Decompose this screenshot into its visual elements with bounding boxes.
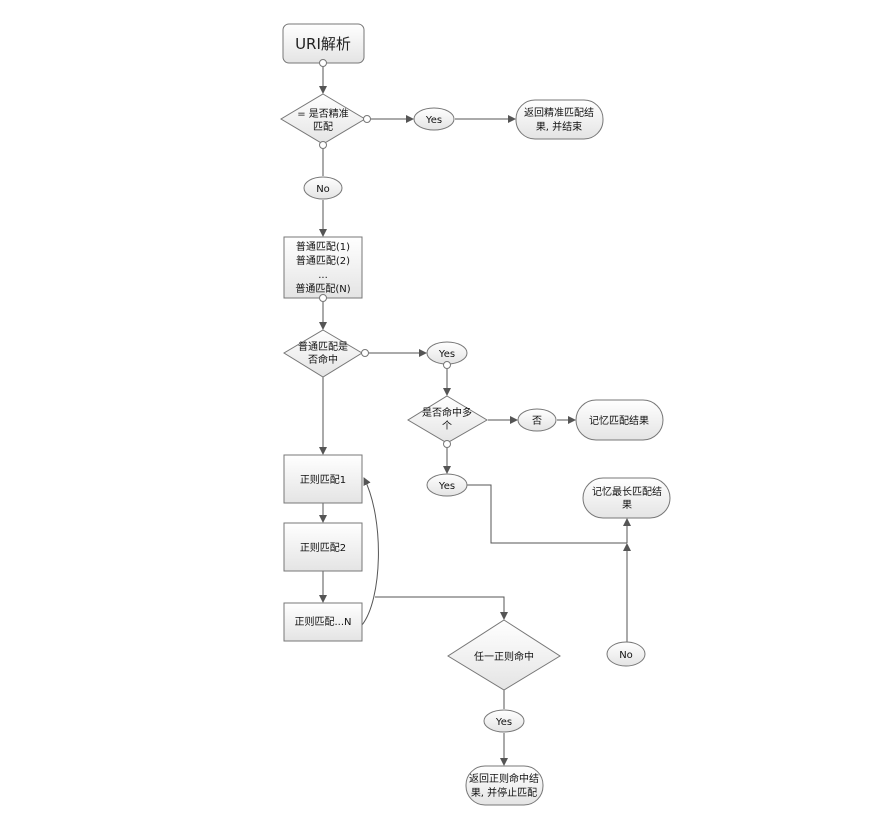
label: 否 [532,415,542,427]
label-line: 记忆最长匹配结 [592,485,662,498]
remember-longest-node: 记忆最长匹配结 果 [582,477,671,519]
label-line: 普通匹配(N) [295,282,350,295]
exact-match-decision: = 是否精准 匹配 [280,93,371,149]
regex1-box: 正则匹配1 [283,454,363,504]
start-label: URI解析 [295,35,351,53]
label: Yes [438,481,455,492]
multi-yes-label: Yes [426,473,468,497]
label-line: 普通匹配(1) [296,240,350,253]
label: 正则匹配1 [300,473,346,486]
label: Yes [438,349,455,360]
label-line: ... [318,270,328,281]
label: Yes [495,717,512,728]
edge-to-regex-decision [375,596,508,620]
label-line: 否命中 [308,353,338,366]
label: 正则匹配...N [294,615,351,628]
edge-regex-loop [361,477,379,626]
connectors [319,63,631,766]
label-line: 是否命中多 [422,406,472,419]
label: 任一正则命中 [474,650,534,663]
label-line: 果, 并结束 [536,120,582,133]
regex-yes-label: Yes [483,709,525,733]
regex2-box: 正则匹配2 [283,522,363,572]
normal-yes-label: Yes [426,341,468,369]
label: Yes [425,115,442,126]
multi-hit-decision: 是否命中多 个 [407,395,488,448]
label-line: = 是否精准 [297,107,349,120]
label-line: 个 [442,420,452,432]
label: No [619,650,633,661]
label-line: 普通匹配(2) [296,254,350,267]
regexN-box: 正则匹配...N [283,602,363,642]
edge-yes-to-longest [467,484,627,544]
label-line: 匹配 [313,121,333,133]
remember-match-node: 记忆匹配结果 [575,399,664,441]
regex-hit-decision: 任一正则命中 [447,619,561,691]
start-node: URI解析 [282,23,365,67]
exact-return-node: 返回精准匹配结 果, 并结束 [515,99,604,140]
exact-no-label: No [303,176,343,200]
label-line: 返回精准匹配结 [524,106,594,119]
label-line: 果, 并停止匹配 [471,786,537,799]
label: 正则匹配2 [300,541,346,554]
label-line: 返回正则命中结 [469,772,539,785]
label-line: 果 [622,499,632,511]
normal-hit-decision: 普通匹配是 否命中 [283,329,369,378]
exact-yes-label: Yes [413,107,455,131]
label: 记忆匹配结果 [589,414,649,427]
label-line: 普通匹配是 [298,340,348,353]
regex-return-node: 返回正则命中结 果, 并停止匹配 [465,765,544,806]
regex-no-label: No [606,641,646,667]
label: No [316,184,330,195]
normal-match-box: 普通匹配(1) 普通匹配(2) ... 普通匹配(N) [283,236,363,302]
multi-no-label: 否 [517,408,557,432]
